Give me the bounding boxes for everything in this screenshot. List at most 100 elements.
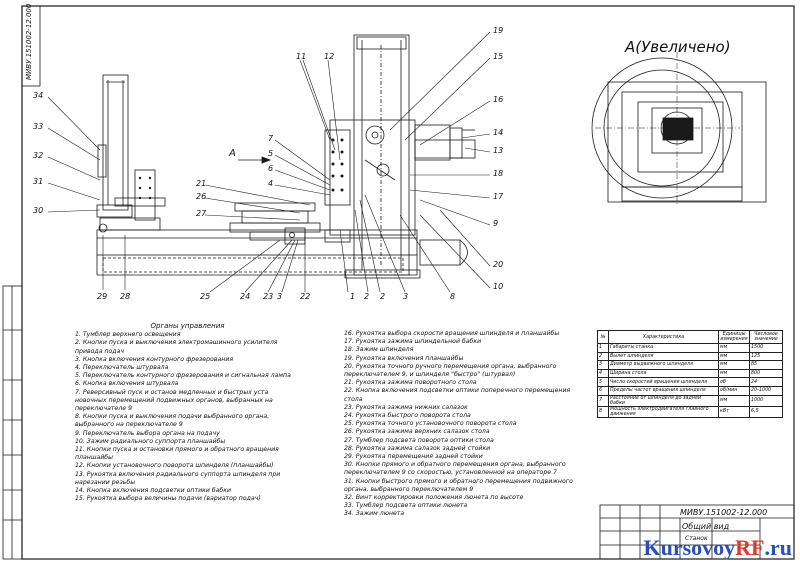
- legend-item: 32. Винт корректировки положения люнета …: [344, 494, 524, 502]
- spec-cell: 6: [597, 385, 609, 396]
- legend-item: 14. Кнопка включения подсветки оптики ба…: [75, 487, 231, 495]
- callout-33: 33: [33, 122, 44, 131]
- callout-21: 21: [196, 179, 207, 188]
- legend-title: Органы управления: [150, 322, 225, 330]
- spec-cell: Число скоростей вращения шпинделя: [608, 377, 719, 387]
- legend-column-2: 16. Рукоятка выбора скорости вращения шп…: [344, 330, 584, 519]
- callout-25: 25: [200, 292, 211, 301]
- spec-cell: 2: [597, 351, 609, 362]
- legend-item: 12. Кнопки установочного поворота шпинде…: [75, 462, 274, 470]
- callout-27: 27: [196, 209, 207, 218]
- callout-1: 1: [350, 292, 356, 301]
- spec-cell: мм: [718, 394, 750, 407]
- callout-3-left: 3: [277, 292, 283, 301]
- spec-cell: мм: [718, 351, 750, 362]
- legend-item: 10. Зажим радиального суппорта планшайбы: [75, 437, 226, 445]
- callout-2-a: 2: [364, 292, 370, 301]
- spec-header-num: №: [597, 330, 609, 344]
- spec-cell: мм: [718, 343, 750, 353]
- callout-16: 16: [493, 95, 504, 104]
- callout-34: 34: [33, 91, 44, 100]
- spec-cell: об/мин: [718, 385, 750, 396]
- watermark-part-2: RF: [735, 535, 765, 560]
- callout-5: 5: [268, 149, 274, 158]
- spec-cell: 85: [749, 360, 783, 370]
- callout-3: 3: [403, 292, 409, 301]
- legend-item: 1. Тумблер верхнего освещения: [75, 331, 181, 339]
- legend-item: 17. Рукоятка зажима шпиндельной бабки: [344, 338, 482, 346]
- callout-20: 20: [493, 260, 504, 269]
- spec-cell: 5: [597, 377, 609, 387]
- legend-item: 22. Кнопка включения подсветки оптики по…: [344, 387, 571, 403]
- legend-item: 33. Тумблер подсвета оптики люнета: [344, 502, 468, 510]
- callout-9: 9: [493, 219, 499, 228]
- spec-cell: Диаметр выдвижного шпинделя: [608, 360, 719, 370]
- legend-item: 23. Рукоятка зажима нижних салазок: [344, 403, 468, 411]
- callout-6: 6: [268, 164, 274, 173]
- callout-18: 18: [493, 169, 504, 178]
- callout-22: 22: [300, 292, 311, 301]
- callout-17: 17: [493, 192, 504, 201]
- legend-item: 6. Кнопка включения штурвала: [75, 380, 179, 388]
- spec-cell: Расстояние от шпинделя до задней бабки: [608, 394, 719, 407]
- callout-24: 24: [240, 292, 251, 301]
- legend-item: 21. Рукоятка зажима поворотного стола: [344, 379, 477, 387]
- callout-2-b: 2: [380, 292, 386, 301]
- spec-cell: Вылет шпинделя: [608, 351, 719, 362]
- spec-header-value: Числовое значение: [749, 330, 783, 344]
- callout-15: 15: [493, 52, 504, 61]
- legend-item: 7. Реверсивный пуск и останов медленных …: [75, 388, 273, 413]
- legend-item: 34. Зажим люнета: [344, 510, 405, 518]
- legend-item: 9. Переключатель выбора органа на подачу: [75, 429, 220, 437]
- watermark-part-3: .ru: [764, 535, 793, 560]
- callout-32: 32: [33, 151, 44, 160]
- site-watermark: KursovoyRF.ru: [643, 535, 792, 561]
- legend-item: 20. Рукоятка точного ручного перемещения…: [344, 362, 557, 379]
- legend-item: 15. Рукоятка выбора величины подачи (вар…: [75, 495, 261, 503]
- spec-cell: 24: [749, 377, 783, 387]
- spec-cell: об: [718, 377, 750, 387]
- spec-header-unit: Единицы измерения: [718, 330, 750, 344]
- spec-cell: Ширина стола: [608, 368, 719, 379]
- callout-4: 4: [268, 179, 274, 188]
- spec-cell: мм: [718, 368, 750, 379]
- spec-header-characteristic: Характеристика: [608, 330, 719, 344]
- legend-item: 30. Кнопки прямого и обратного перемещен…: [344, 461, 566, 477]
- section-arrow-label: А: [229, 148, 236, 159]
- legend-item: 5. Переключатель контурного фрезерования…: [75, 372, 291, 380]
- spec-cell: 20-1000: [749, 385, 783, 396]
- callout-30: 30: [33, 206, 44, 215]
- callout-28: 28: [120, 292, 131, 301]
- spec-cell: 8: [597, 405, 609, 418]
- callout-13: 13: [493, 146, 504, 155]
- spec-cell: 800: [749, 368, 783, 379]
- spec-cell: 1000: [749, 394, 783, 407]
- callout-11: 11: [296, 52, 307, 61]
- callout-19: 19: [493, 26, 504, 35]
- spec-cell: мм: [718, 360, 750, 370]
- legend-item: 16. Рукоятка выбора скорости вращения шп…: [344, 330, 560, 337]
- watermark-part-1: Kursovoy: [643, 535, 736, 560]
- legend-item: 3. Кнопка включения контурного фрезерова…: [75, 355, 234, 363]
- legend-item: 8. Кнопки пуска и выключения подачи выбр…: [75, 413, 270, 429]
- legend-item: 11. Кнопки пуска и остановки прямого и о…: [75, 446, 279, 462]
- callout-7: 7: [268, 134, 274, 143]
- legend-item: 28. Рукоятка зажима салазок задней стойк…: [344, 444, 491, 452]
- spec-cell: 6,5: [749, 405, 783, 418]
- stamp-title: Общий вид: [682, 522, 730, 531]
- spec-cell: Мощность электродвигателя главного движе…: [608, 405, 719, 418]
- doc-code-main: МИВУ.151002-12.000: [680, 508, 768, 517]
- view-a-label: А(Увеличено): [625, 38, 731, 56]
- legend-column-1: Органы управления 1. Тумблер верхнего ос…: [75, 322, 300, 503]
- callout-10: 10: [493, 282, 504, 291]
- legend-item: 18. Зажим шпинделя: [344, 346, 414, 354]
- spec-cell: 1: [597, 343, 609, 353]
- legend-item: 29. Рукоятка перемещения задней стойки: [344, 453, 483, 461]
